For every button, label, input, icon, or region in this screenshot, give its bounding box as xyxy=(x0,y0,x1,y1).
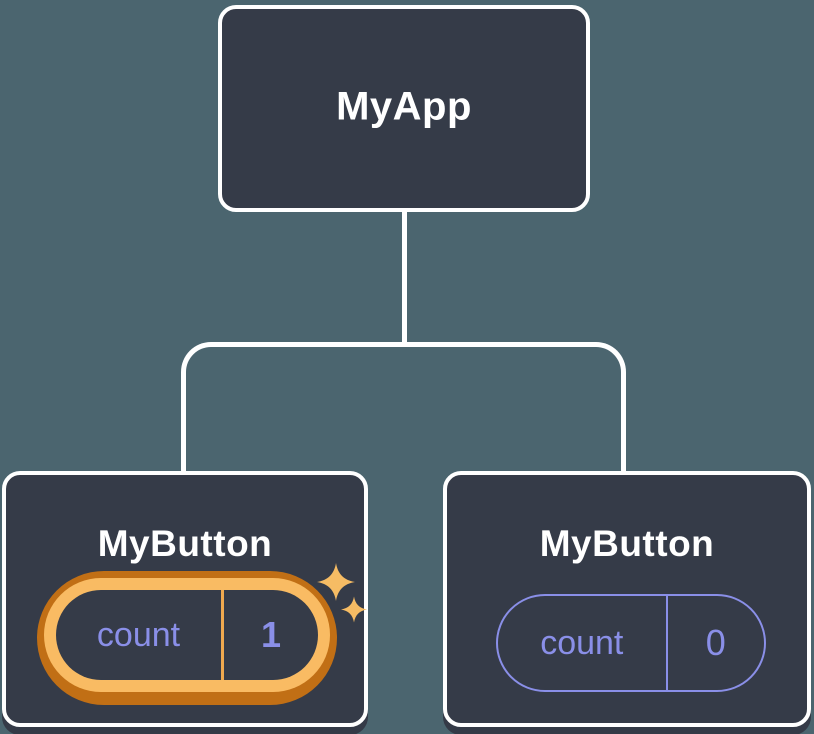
state-pill: count 0 xyxy=(496,594,766,692)
pill-divider xyxy=(221,590,225,680)
component-node-mybutton-2: MyButton count 0 xyxy=(443,471,811,727)
sparkle-icon xyxy=(341,596,367,623)
sparkle-icon xyxy=(317,562,355,602)
state-name: count xyxy=(96,615,181,654)
node-title-mybutton-2: MyButton xyxy=(539,523,715,564)
pill-divider xyxy=(665,596,668,690)
connector-branch xyxy=(181,342,626,476)
state-name: count xyxy=(540,623,624,662)
state-pill-highlight-ring: count 1 xyxy=(44,578,330,692)
connector-stem xyxy=(402,210,407,344)
state-value: 1 xyxy=(261,614,282,655)
component-node-mybutton-1: MyButton count 1 xyxy=(2,471,368,727)
node-title-myapp: MyApp xyxy=(336,84,472,129)
state-pill-highlighted: count 1 xyxy=(37,571,337,705)
state-value: 0 xyxy=(705,622,726,663)
node-title-mybutton-1: MyButton xyxy=(97,523,273,564)
component-node-myapp: MyApp xyxy=(218,5,590,212)
